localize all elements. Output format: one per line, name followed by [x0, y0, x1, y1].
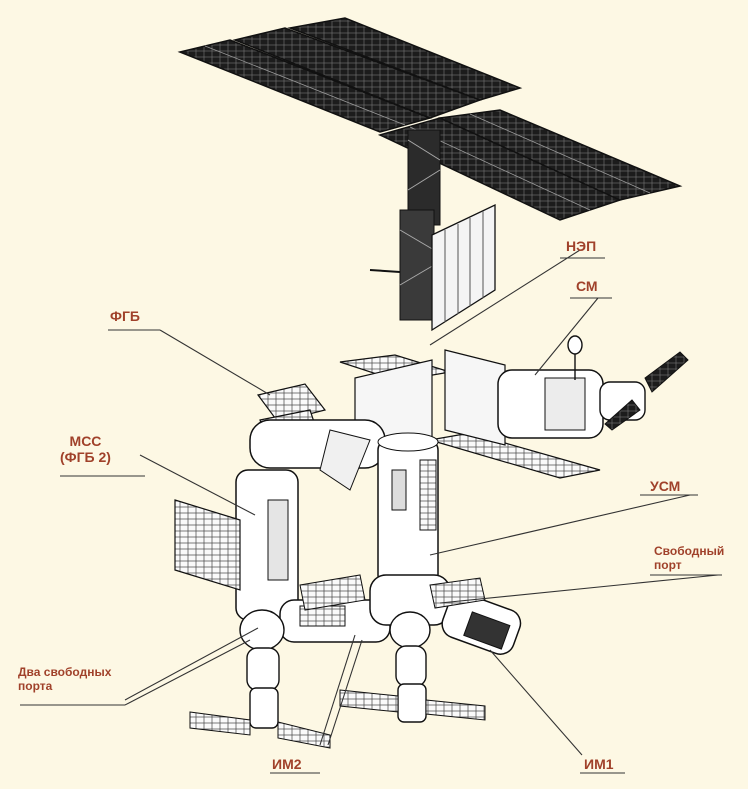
label-im1: ИМ1 [584, 756, 614, 772]
leader-lines [20, 249, 722, 774]
label-mss-line2: (ФГБ 2) [60, 449, 111, 466]
science-power-truss [369, 129, 441, 321]
label-usm: УСМ [650, 478, 681, 494]
label-nep: НЭП [566, 238, 597, 254]
label-free-port-line2: порт [654, 557, 682, 572]
label-free-port-line1: Свободный [654, 544, 725, 558]
upper-solar-array-left [177, 17, 523, 133]
label-sm: СМ [576, 278, 598, 294]
label-two-free-ports: Два свободных порта [18, 665, 112, 694]
docked-vehicle-left [189, 609, 331, 749]
label-two-free-ports-line2: порта [18, 678, 53, 693]
label-free-port: Свободный порт [654, 544, 725, 573]
label-mss: МСС (ФГБ 2) [60, 433, 111, 465]
usm-universal-docking-module [377, 432, 439, 586]
mss-module [174, 469, 299, 621]
fgb-module [249, 383, 386, 491]
label-two-free-ports-line1: Два свободных [18, 665, 112, 679]
docked-vehicle-center [339, 611, 486, 723]
label-mss-line1: МСС [69, 433, 102, 449]
label-im2: ИМ2 [272, 756, 302, 772]
radiator-panel [431, 203, 496, 332]
service-module [497, 335, 689, 439]
label-fgb: ФГБ [110, 308, 140, 324]
